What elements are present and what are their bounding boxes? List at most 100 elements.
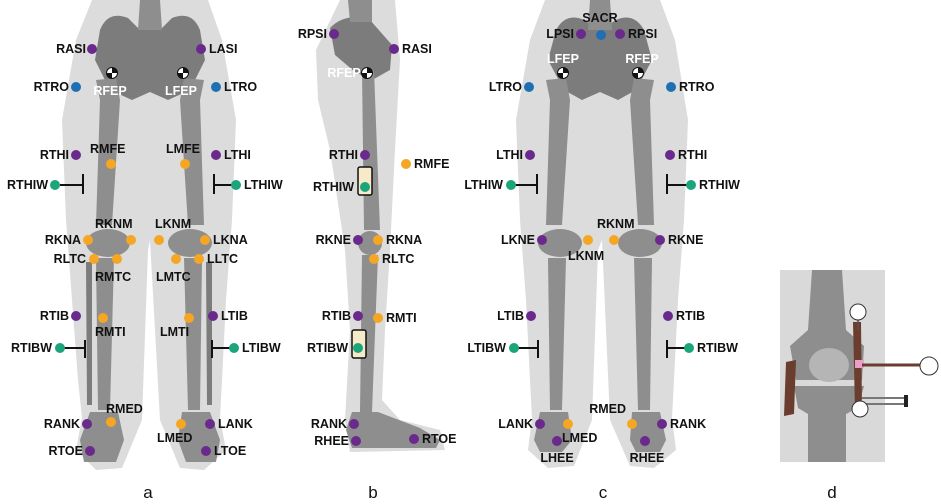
label-rtib-b: RTIB — [322, 309, 351, 323]
label-rtoe-a: RTOE — [49, 444, 84, 458]
marker-rmti-b — [373, 313, 383, 323]
marker-lmti-a — [184, 313, 194, 323]
label-lfep-a: LFEP — [165, 84, 197, 98]
label-rfep-b: RFEP — [327, 66, 360, 80]
marker-rtoe-a — [85, 446, 95, 456]
label-lank-c: LANK — [498, 417, 533, 431]
label-rmti-a: RMTI — [95, 325, 126, 339]
label-rmfe-a: RMFE — [90, 142, 125, 156]
marker-lmfe-a — [180, 159, 190, 169]
marker-rank-b — [349, 419, 359, 429]
tibia-bone — [360, 255, 378, 412]
label-rthi-b: RTHI — [329, 148, 358, 162]
wand-sphere-lateral — [919, 356, 939, 376]
marker-rfep-b — [361, 67, 373, 79]
right-femur-bone — [630, 78, 654, 225]
marker-rltc-a — [89, 254, 99, 264]
marker-rmed-c — [627, 419, 637, 429]
label-lthi-a: LTHI — [224, 148, 251, 162]
body-silhouette — [316, 0, 445, 452]
label-rthiw-a: RTHIW — [7, 178, 48, 192]
marker-lmed-c — [563, 419, 573, 429]
marker-rank-a — [82, 419, 92, 429]
panel-label-a: a — [143, 483, 153, 502]
label-rtibw-a: RTIBW — [11, 341, 52, 355]
marker-ltro-a — [211, 82, 221, 92]
marker-ltib-c — [526, 311, 536, 321]
label-ltro-a: LTRO — [224, 80, 257, 94]
marker-lthi-c — [525, 150, 535, 160]
label-lasi-a: LASI — [209, 42, 237, 56]
right-knee-bone — [618, 229, 662, 257]
marker-ltoe-a — [201, 446, 211, 456]
marker-lmed-a — [176, 419, 186, 429]
label-lthiw-c: LTHIW — [464, 178, 503, 192]
marker-rmfe-a — [106, 159, 116, 169]
marker-rhee-c — [640, 436, 650, 446]
tibia-bone — [794, 386, 864, 462]
marker-rtro-a — [71, 82, 81, 92]
marker-rtib-b — [353, 311, 363, 321]
label-lthiw-a: LTHIW — [244, 178, 283, 192]
pelvis-bone — [95, 15, 205, 100]
label-lmed-a: LMED — [157, 431, 192, 445]
marker-rank-c — [657, 419, 667, 429]
label-lkne-c: LKNE — [501, 233, 535, 247]
label-rpsi-b: RPSI — [298, 27, 327, 41]
left-fibula-bone — [206, 262, 212, 405]
patella-bone — [809, 348, 849, 382]
marker-lkna-a — [200, 235, 210, 245]
marker-rkna-a — [83, 235, 93, 245]
wand-sphere-top — [849, 303, 867, 321]
label-lthi-c: LTHI — [496, 148, 523, 162]
label-rfep-a: RFEP — [93, 84, 126, 98]
label-rkna-a: RKNA — [45, 233, 81, 247]
right-fibula-bone — [86, 262, 92, 405]
marker-lpsi-c — [576, 29, 586, 39]
marker-rltc-b — [369, 254, 379, 264]
label-rmed-a: RMED — [106, 402, 143, 416]
label-rknm-c: RKNM — [597, 217, 635, 231]
label-rkna-b: RKNA — [386, 233, 422, 247]
marker-lltc-a — [194, 254, 204, 264]
panel-label-d: d — [827, 483, 836, 502]
marker-lasi-a — [196, 44, 206, 54]
marker-rkna-b — [373, 235, 383, 245]
left-tibia-bone — [184, 258, 202, 410]
panel-b: RPSI RASI RFEP RTHI RMFE RTHIW RKNE RKNA… — [298, 0, 457, 502]
marker-lank-a — [205, 419, 215, 429]
label-rtib-a: RTIB — [40, 309, 69, 323]
marker-rtibw-a — [55, 343, 65, 353]
label-lltc-a: LLTC — [207, 252, 238, 266]
marker-rtib-a — [71, 311, 81, 321]
label-rkne-b: RKNE — [316, 233, 351, 247]
marker-rkne-c — [655, 235, 665, 245]
marker-rthiw-a — [50, 180, 60, 190]
label-rasi-a: RASI — [56, 42, 86, 56]
marker-lkne-c — [537, 235, 547, 245]
spine-bone — [588, 0, 612, 30]
marker-lmtc-a — [171, 254, 181, 264]
left-wand-bracket — [784, 360, 796, 416]
marker-lfep-a — [177, 67, 189, 79]
marker-rtibw-c — [684, 343, 694, 353]
label-lknm-c: LKNM — [568, 249, 604, 263]
label-rasi-b: RASI — [402, 42, 432, 56]
marker-lknm-c — [583, 235, 593, 245]
marker-rmed-a — [106, 417, 116, 427]
label-rtro-c: RTRO — [679, 80, 715, 94]
pelvis-bone — [330, 17, 392, 80]
label-rltc-a: RLTC — [54, 252, 86, 266]
label-rtib-c: RTIB — [676, 309, 705, 323]
label-rtoe-b: RTOE — [422, 432, 457, 446]
marker-rfep-c — [632, 67, 644, 79]
label-lank-a: LANK — [218, 417, 253, 431]
left-knee-bone — [538, 229, 582, 257]
pelvis-bone — [548, 17, 652, 101]
left-femur-bone — [546, 78, 570, 225]
label-rtro-a: RTRO — [34, 80, 70, 94]
right-foot-bone — [630, 412, 666, 452]
label-lfep-c: LFEP — [547, 52, 579, 66]
marker-rtro-c — [666, 82, 676, 92]
